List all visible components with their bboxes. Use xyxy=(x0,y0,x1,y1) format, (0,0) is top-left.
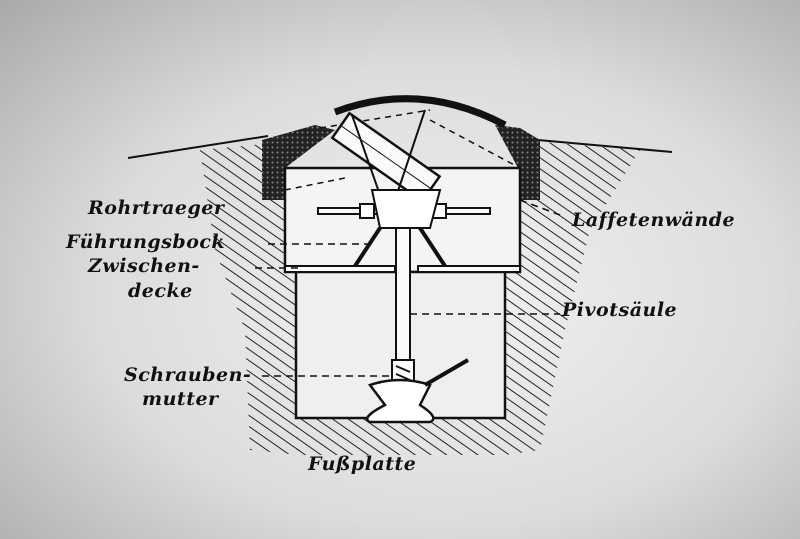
intermediate-deck-left xyxy=(284,265,396,273)
earth-hatching-right xyxy=(505,140,640,455)
label-zwischendecke-line1: Zwischen- xyxy=(88,255,200,277)
guide-trestle xyxy=(353,226,382,268)
ground-line-right xyxy=(537,139,673,153)
label-pivotsaeule: Pivotsäule xyxy=(562,299,678,321)
label-zwischendecke-line2: decke xyxy=(128,280,193,302)
leader-lines xyxy=(255,199,561,377)
armour-block-left xyxy=(262,125,335,200)
label-schraubenmutter-line1: Schrauben- xyxy=(124,364,252,386)
pivot-column xyxy=(395,227,411,371)
dome-shield xyxy=(333,95,507,129)
label-schraubenmutter-line2: mutter xyxy=(142,388,219,410)
ground-line-left xyxy=(127,135,269,159)
lever-handle xyxy=(423,358,470,387)
armour-block-right xyxy=(495,125,540,200)
label-laffetenwaende: Laffetenwände xyxy=(572,209,736,231)
base-plate xyxy=(365,378,435,424)
earth-hatching-bottom xyxy=(296,418,505,455)
label-rohrtraeger: Rohrtraeger xyxy=(88,197,225,219)
intermediate-deck-right xyxy=(417,265,521,273)
label-fuehrungsbock: Führungsbock xyxy=(66,231,226,253)
label-fussplatte: Fußplatte xyxy=(308,453,417,475)
